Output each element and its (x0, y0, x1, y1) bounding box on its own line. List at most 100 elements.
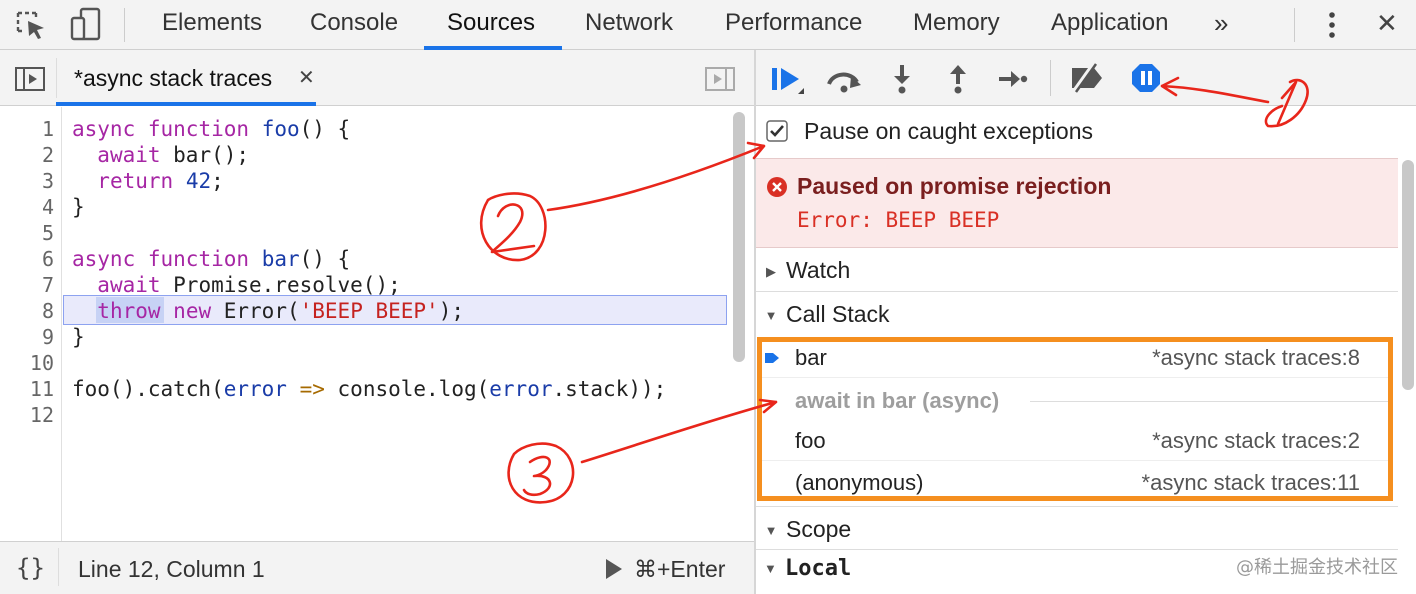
local-scope-label[interactable]: Local (785, 556, 852, 581)
async-separator: await in bar (async) (762, 382, 1388, 420)
toggle-navigator-icon[interactable] (14, 66, 46, 92)
callstack-section-header[interactable]: ▼ Call Stack (756, 292, 1398, 336)
run-snippet-icon[interactable] (604, 557, 624, 581)
kebab-menu-icon[interactable] (1322, 9, 1342, 41)
tab-network[interactable]: Network (585, 9, 674, 36)
annotation-arrow-3 (580, 398, 778, 464)
line-number[interactable]: 9 (41, 325, 54, 349)
editor-scrollbar[interactable] (733, 112, 745, 362)
step-over-icon[interactable] (824, 64, 864, 94)
paused-line-highlight (63, 295, 727, 325)
run-shortcut-label[interactable]: ⌘+Enter (634, 556, 726, 582)
callstack-highlight-box (757, 337, 1393, 501)
call-frame[interactable]: (anonymous) *async stack traces:11 (762, 463, 1388, 503)
watch-label: Watch (786, 257, 851, 283)
line-number[interactable]: 11 (29, 377, 54, 401)
line-number[interactable]: 7 (41, 273, 54, 297)
editor-statusbar (0, 541, 754, 594)
paused-title: Paused on promise rejection (797, 173, 1112, 199)
tab-application[interactable]: Application (1051, 9, 1169, 36)
annotation-arrow-1 (1160, 76, 1270, 104)
error-icon (767, 177, 787, 197)
collapse-triangle-icon[interactable]: ▼ (764, 561, 777, 576)
frame-name: (anonymous) (795, 470, 924, 495)
frame-name: foo (795, 428, 826, 453)
sidebar-scrollbar[interactable] (1402, 160, 1414, 390)
pane-splitter[interactable] (754, 50, 756, 594)
tab-memory[interactable]: Memory (913, 9, 1000, 36)
scope-section-header[interactable]: ▼ Scope (756, 506, 1398, 550)
editor-tabbar (0, 50, 754, 106)
annotation-number-3 (507, 442, 575, 504)
frame-location[interactable]: *async stack traces:8 (1152, 345, 1360, 370)
code-line[interactable]: return 42; (97, 169, 224, 193)
pause-on-caught-checkbox[interactable] (766, 120, 788, 142)
pause-on-caught-label[interactable]: Pause on caught exceptions (804, 118, 1093, 144)
code-line[interactable]: } (72, 325, 85, 349)
code-line[interactable]: await bar(); (97, 143, 250, 167)
paused-token-highlight (96, 297, 164, 323)
toggle-debugger-icon[interactable] (704, 66, 736, 92)
frame-location[interactable]: *async stack traces:2 (1152, 428, 1360, 453)
watermark: @稀土掘金技术社区 (1236, 557, 1398, 578)
code-line[interactable]: async function foo() { (72, 117, 351, 141)
status-divider (58, 548, 59, 586)
pause-options (756, 106, 1416, 158)
tab-console[interactable]: Console (310, 9, 399, 36)
call-frame[interactable]: foo *async stack traces:2 (762, 421, 1388, 461)
pretty-print-icon[interactable]: {} (16, 554, 45, 582)
deactivate-breakpoints-icon[interactable] (1068, 62, 1108, 94)
call-frame[interactable]: bar *async stack traces:8 (762, 338, 1388, 378)
callstack-label: Call Stack (786, 301, 890, 327)
resume-icon[interactable] (770, 64, 808, 96)
frame-location[interactable]: *async stack traces:11 (1141, 470, 1360, 495)
code-line[interactable]: async function bar() { (72, 247, 351, 271)
line-number[interactable]: 2 (41, 143, 54, 167)
code-line[interactable]: throw new Error('BEEP BEEP'); (97, 299, 464, 323)
active-tab-indicator (424, 46, 562, 50)
more-tabs-icon[interactable]: » (1214, 8, 1229, 38)
line-number[interactable]: 12 (29, 403, 54, 427)
scope-label: Scope (786, 516, 852, 542)
close-icon[interactable]: ✕ (1376, 8, 1398, 38)
code-line[interactable]: } (72, 195, 85, 219)
collapse-triangle-icon: ▼ (764, 307, 778, 323)
async-separator-line (1030, 401, 1388, 402)
expand-triangle-icon: ▶ (766, 263, 776, 279)
tab-sources[interactable]: Sources (447, 9, 536, 36)
active-file-indicator (56, 102, 316, 106)
annotation-arrow-2 (546, 141, 766, 212)
step-icon[interactable] (996, 64, 1028, 94)
paused-message (756, 158, 1398, 248)
tab-divider (56, 58, 57, 98)
tab-performance[interactable]: Performance (725, 9, 863, 36)
devtools-tabbar (0, 0, 1416, 50)
code-line[interactable]: await Promise.resolve(); (97, 273, 401, 297)
code-line[interactable]: foo().catch(error => console.log(error.s… (72, 377, 667, 401)
line-number[interactable]: 10 (29, 351, 54, 375)
collapse-triangle-icon: ▼ (764, 522, 778, 538)
frame-name: bar (795, 345, 827, 370)
line-number[interactable]: 8 (41, 299, 54, 323)
line-number[interactable]: 4 (41, 195, 54, 219)
step-into-icon[interactable] (888, 62, 916, 96)
inspect-element-icon[interactable] (14, 9, 48, 41)
watch-section-header[interactable]: ▶ Watch (756, 248, 1398, 292)
line-number[interactable]: 3 (41, 169, 54, 193)
annotation-number-2 (479, 192, 547, 262)
step-out-icon[interactable] (944, 62, 972, 96)
line-number[interactable]: 6 (41, 247, 54, 271)
line-number-gutter (0, 107, 62, 541)
annotation-number-1 (1264, 78, 1309, 128)
line-number[interactable]: 1 (41, 117, 54, 141)
pause-on-exceptions-icon[interactable] (1130, 62, 1162, 94)
line-number[interactable]: 5 (41, 221, 54, 245)
toolbar-divider (124, 8, 125, 42)
file-tab-label[interactable]: *async stack traces (74, 65, 273, 91)
tab-elements[interactable]: Elements (162, 9, 263, 36)
file-tab-close-icon[interactable]: ✕ (298, 67, 315, 89)
device-toolbar-icon[interactable] (68, 6, 104, 42)
toolbar-divider (1294, 8, 1295, 42)
toolbar-divider (1050, 60, 1051, 96)
